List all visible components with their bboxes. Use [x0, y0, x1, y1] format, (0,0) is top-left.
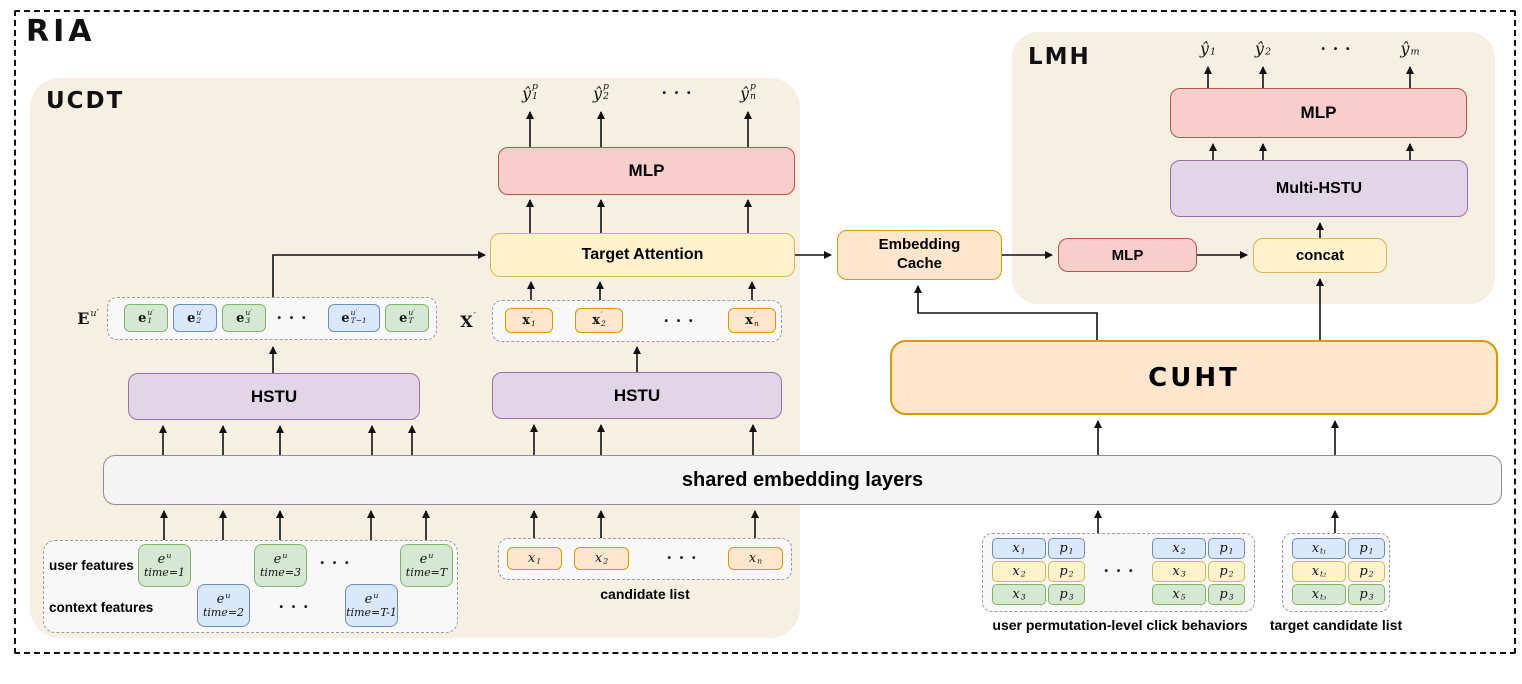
ria-dashed-border [14, 10, 1516, 654]
ellipsis: • • • [664, 315, 696, 327]
context-features-label: context features [49, 600, 154, 615]
ellipsis: • • • [667, 552, 699, 564]
behaviors-label: user permutation-level click behaviors [992, 617, 1248, 633]
lmh-label: LMH [1028, 44, 1091, 70]
user-features-label: user features [49, 558, 134, 573]
feature-time: time=1 [143, 565, 186, 579]
ellipsis: • • • [662, 87, 694, 99]
embedding-cache-line1: Embedding [878, 236, 961, 254]
mlp-right-block: MLP [1170, 88, 1467, 138]
embedding-cache-block: Embedding Cache [837, 230, 1002, 280]
mlp-left-block: MLP [498, 147, 795, 195]
hstu-right-block: HSTU [492, 372, 782, 419]
x-row-label: X′ [460, 310, 476, 331]
ellipsis: • • • [1104, 565, 1136, 577]
multi-hstu-block: Multi-HSTU [1170, 160, 1468, 217]
cuht-block: CUHT [890, 340, 1498, 415]
ellipsis: • • • [279, 601, 311, 613]
target-attention-block: Target Attention [490, 233, 795, 277]
hstu-left-block: HSTU [128, 373, 420, 420]
embedding-cache-line2: Cache [896, 255, 943, 272]
ria-title: RIA [26, 14, 96, 49]
ucdt-label: UCDT [46, 88, 125, 114]
feature-time: time=2 [202, 605, 245, 619]
feature-time: time=3 [259, 565, 302, 579]
mlp-mid-block: MLP [1058, 238, 1197, 272]
x-prime-token-n: x′n [728, 308, 776, 333]
ellipsis: • • • [1321, 43, 1353, 55]
feature-time: time=T-1 [346, 605, 397, 619]
target-list-label: target candidate list [1269, 617, 1403, 633]
x-prime-token-2: x′2 [575, 308, 623, 333]
ellipsis: • • • [320, 557, 352, 569]
shared-embedding-bar: shared embedding layers [103, 455, 1502, 505]
concat-block: concat [1253, 238, 1387, 273]
candidate-list-label: candidate list [600, 586, 690, 602]
x-prime-token-1: x′1 [505, 308, 553, 333]
feature-time: time=T [405, 565, 448, 579]
ellipsis: • • • [277, 312, 309, 324]
